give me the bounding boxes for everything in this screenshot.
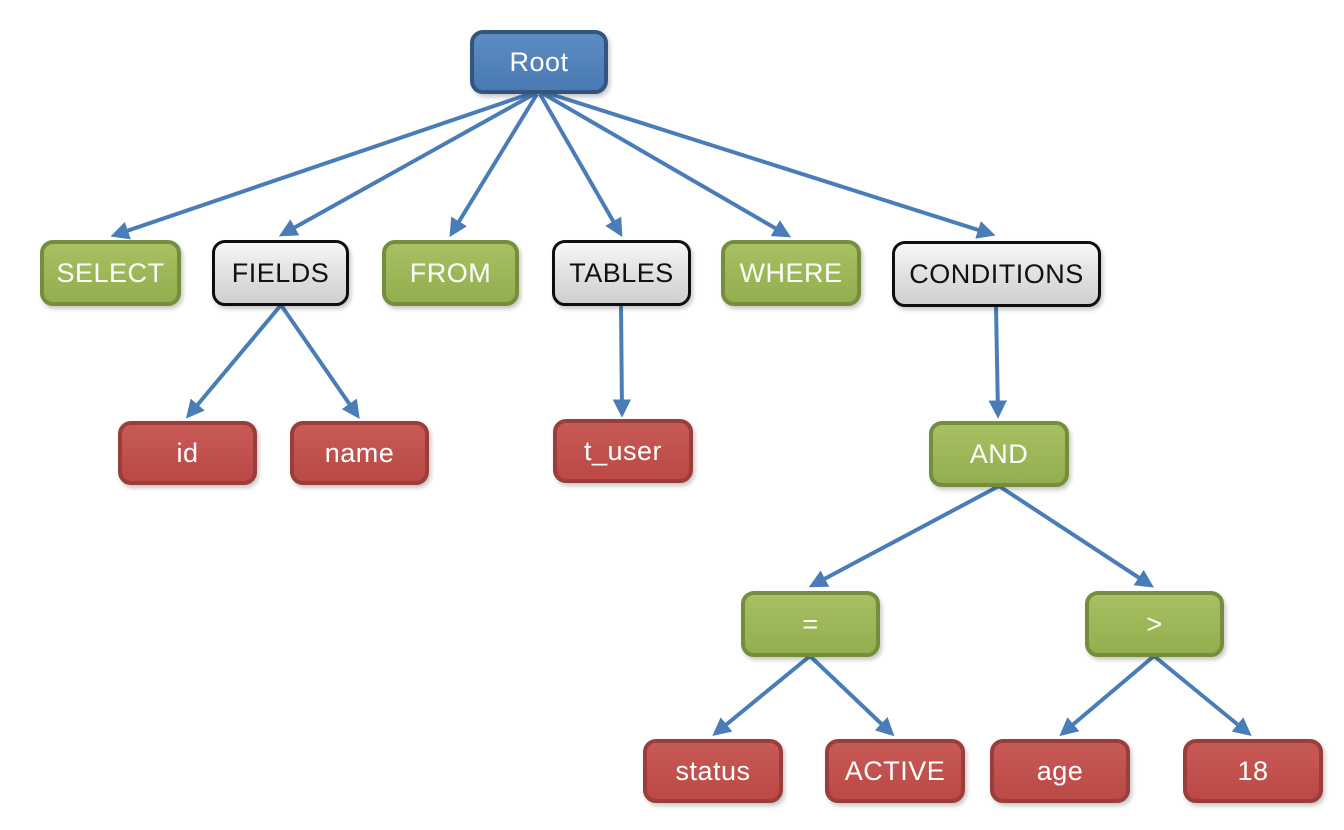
edge-root-conditions [543,90,996,239]
node-age: age [990,739,1130,803]
node-t_user: t_user [553,419,693,483]
node-eighteen: 18 [1183,739,1323,803]
node-tables: TABLES [552,240,691,306]
edge-root-tables [538,93,623,238]
edge-eq-status [712,654,812,737]
edge-conditions-and [988,305,1007,419]
edge-gt-age [1059,654,1156,737]
edge-and-gt [997,484,1155,588]
edge-root-fields [278,91,537,237]
edge-tables-t_user [612,304,632,418]
node-active: ACTIVE [825,739,965,803]
node-where: WHERE [721,240,861,306]
edge-root-select [110,90,536,240]
edge-gt-eighteen [1152,654,1252,737]
node-fields: FIELDS [212,240,349,306]
edge-fields-name [279,303,360,419]
node-from: FROM [382,240,519,306]
node-and: AND [929,421,1069,487]
node-root: Root [470,30,608,94]
node-eq: = [741,591,880,657]
edge-eq-active [808,654,895,737]
node-id: id [118,421,257,485]
node-status: status [643,739,783,803]
node-gt: > [1085,591,1224,657]
edge-root-from [449,92,539,238]
node-name: name [290,421,429,485]
node-conditions: CONDITIONS [892,241,1101,307]
node-select: SELECT [40,240,181,306]
edge-root-where [540,91,792,238]
edge-fields-id [185,303,283,419]
edge-and-eq [808,484,1000,588]
